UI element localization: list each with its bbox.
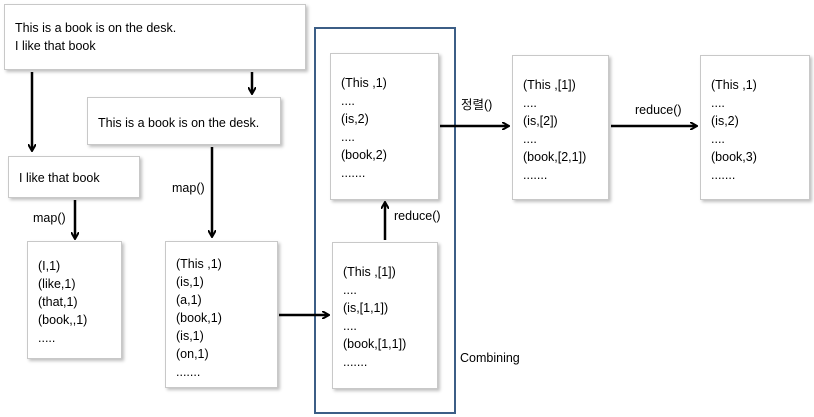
map-output-box-2: (I,1) (like,1) (that,1) (book,,1) .....	[27, 241, 122, 359]
reduce-label-final: reduce()	[635, 103, 682, 117]
input-line-1: This is a book is on the desk.	[15, 21, 177, 35]
split-2-text: I like that book	[19, 171, 100, 185]
input-text-box: This is a book is on the desk. I like th…	[4, 4, 306, 70]
combine-input-row: (book,[1,1])	[343, 337, 407, 351]
reduce-label-combine: reduce()	[394, 209, 441, 223]
sorted-row: (This ,[1])	[523, 78, 576, 92]
sort-label: 정렬()	[461, 98, 493, 112]
input-line-2: I like that book	[15, 39, 96, 53]
combine-input-row: .......	[343, 355, 368, 369]
sorted-box: (This ,[1]) .... (is,[2]) .... (book,[2,…	[512, 55, 609, 200]
combine-output-box: (This ,1) .... (is,2) .... (book,2) ....…	[330, 53, 439, 200]
map-output-2-row: (book,,1)	[38, 313, 88, 327]
final-output-row: ....	[711, 132, 725, 146]
combining-frame	[314, 27, 456, 414]
combine-output-row: (This ,1)	[341, 76, 387, 90]
final-output-box: (This ,1) .... (is,2) .... (book,3) ....…	[700, 55, 810, 200]
combine-input-box: (This ,[1]) .... (is,[1,1]) .... (book,[…	[332, 242, 438, 389]
final-output-row: .......	[711, 168, 736, 182]
combine-output-row: ....	[341, 94, 355, 108]
map-output-2-row: (I,1)	[38, 259, 61, 273]
combine-input-row: (This ,[1])	[343, 265, 396, 279]
split-box-2: I like that book	[8, 156, 140, 198]
map-label-1: map()	[172, 181, 205, 195]
map-output-1-row: (a,1)	[176, 293, 202, 307]
sorted-row: (is,[2])	[523, 114, 558, 128]
map-output-2-row: (like,1)	[38, 277, 76, 291]
sorted-row: ....	[523, 96, 537, 110]
combine-output-row: (book,2)	[341, 148, 387, 162]
map-output-2-row: (that,1)	[38, 295, 78, 309]
combine-output-row: .......	[341, 166, 366, 180]
combine-input-row: (is,[1,1])	[343, 301, 389, 315]
sorted-row: (book,[2,1])	[523, 150, 587, 164]
final-output-row: (book,3)	[711, 150, 757, 164]
split-1-text: This is a book is on the desk.	[98, 116, 260, 130]
map-output-1-row: (is,1)	[176, 275, 204, 289]
combine-output-row: ....	[341, 130, 355, 144]
sorted-row: ....	[523, 132, 537, 146]
final-output-row: (is,2)	[711, 114, 739, 128]
map-output-1-row: (on,1)	[176, 347, 209, 361]
combine-input-row: ....	[343, 319, 357, 333]
combine-input-row: ....	[343, 283, 357, 297]
sorted-row: .......	[523, 168, 548, 182]
map-output-1-row: (is,1)	[176, 329, 204, 343]
final-output-row: (This ,1)	[711, 78, 757, 92]
map-label-2: map()	[33, 211, 66, 225]
combining-label: Combining	[460, 351, 520, 365]
map-output-1-row: (book,1)	[176, 311, 222, 325]
map-output-box-1: (This ,1) (is,1) (a,1) (book,1) (is,1) (…	[165, 241, 278, 388]
map-output-1-row: (This ,1)	[176, 257, 222, 271]
final-output-row: ....	[711, 96, 725, 110]
split-box-1: This is a book is on the desk.	[87, 97, 281, 145]
map-output-2-row: .....	[38, 331, 56, 345]
map-output-1-row: .......	[176, 365, 201, 379]
combine-output-row: (is,2)	[341, 112, 369, 126]
